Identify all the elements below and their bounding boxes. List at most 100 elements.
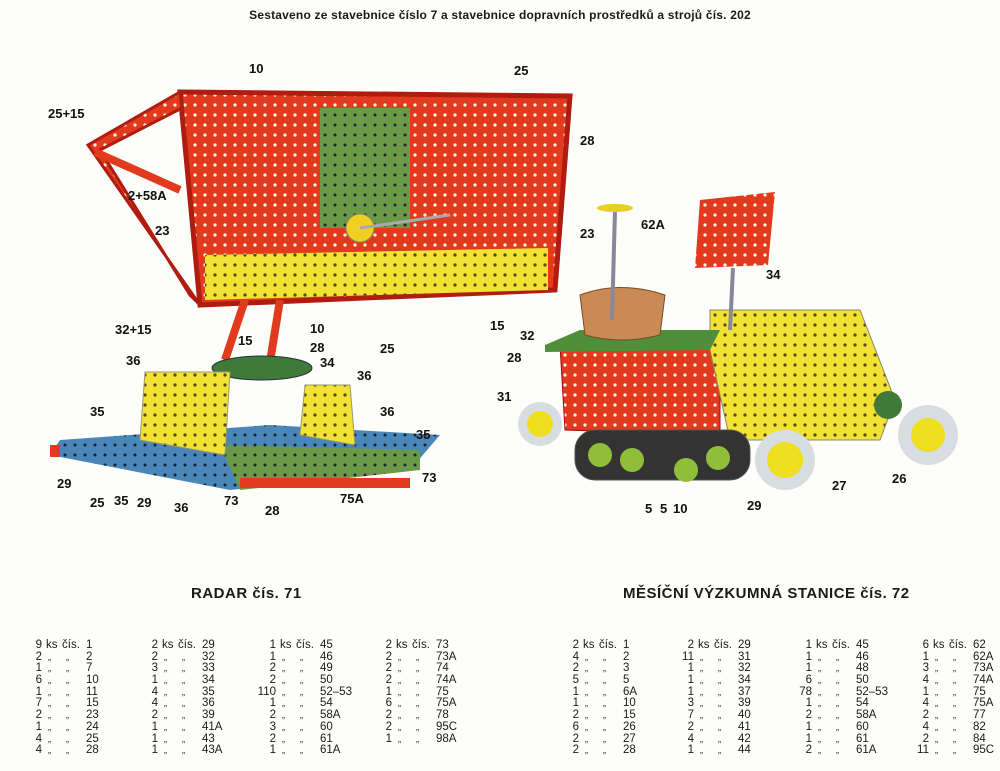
part-quantity: 2	[385, 639, 392, 651]
part-number: 78	[436, 709, 449, 722]
unit-label: ks	[280, 639, 292, 651]
part-number: 33	[202, 662, 215, 675]
part-number: 58A	[856, 709, 877, 722]
ditto-mark: „	[585, 745, 588, 756]
ditto-mark: „	[416, 710, 419, 721]
ditto-mark: „	[182, 675, 185, 686]
ditto-mark: „	[836, 733, 839, 744]
part-number: 60	[856, 720, 869, 733]
callout: 25	[380, 341, 394, 356]
ditto-mark: „	[953, 745, 956, 756]
part-number: 95C	[973, 744, 995, 757]
part-number: 75	[436, 685, 449, 698]
part-number: 61	[320, 732, 333, 745]
callout: 23	[580, 226, 594, 241]
part-quantity: 4	[35, 732, 42, 745]
ditto-mark: „	[182, 651, 185, 662]
ditto-mark: „	[935, 698, 938, 709]
ditto-mark: „	[282, 698, 285, 709]
part-number: 82	[973, 720, 986, 733]
number-label: čís.	[412, 639, 430, 651]
part-number: 49	[320, 662, 333, 675]
ditto-mark: „	[48, 733, 51, 744]
part-quantity: 6	[922, 639, 929, 651]
ditto-mark: „	[398, 698, 401, 709]
part-number: 50	[856, 674, 869, 687]
part-quantity: 2	[35, 709, 42, 722]
ditto-mark: „	[603, 663, 606, 674]
ditto-mark: „	[818, 745, 821, 756]
part-number: 84	[973, 732, 986, 745]
model-illustrations: 10 25 25+15 28 2+58A 23 23 32+15 15 10 2…	[48, 61, 958, 518]
ditto-mark: „	[935, 745, 938, 756]
part-number: 46	[856, 650, 869, 663]
part-number: 39	[738, 697, 751, 710]
ditto-mark: „	[585, 698, 588, 709]
ditto-mark: „	[398, 663, 401, 674]
part-quantity: 1	[687, 685, 694, 698]
callout: 73	[224, 493, 238, 508]
part-quantity: 1	[385, 732, 392, 745]
part-number: 46	[320, 650, 333, 663]
callout: 27	[832, 478, 846, 493]
ditto-mark: „	[48, 745, 51, 756]
part-number: 23	[86, 709, 99, 722]
ditto-mark: „	[603, 698, 606, 709]
page-header: Sestaveno ze stavebnice číslo 7 a staveb…	[249, 8, 751, 22]
ditto-mark: „	[585, 733, 588, 744]
part-quantity: 1	[35, 685, 42, 698]
part-quantity: 1	[687, 662, 694, 675]
part-number: 52–53	[856, 685, 888, 698]
part-quantity: 11	[682, 650, 694, 663]
part-number: 44	[738, 744, 751, 757]
ditto-mark: „	[818, 733, 821, 744]
callout: 5	[660, 501, 667, 516]
part-quantity: 1	[269, 639, 276, 651]
ditto-mark: „	[182, 698, 185, 709]
ditto-mark: „	[818, 721, 821, 732]
unit-label: ks	[583, 639, 595, 651]
part-number: 43	[202, 732, 215, 745]
callout: 32	[520, 328, 534, 343]
radar-callouts: 10 25 25+15 28 2+58A 23 23 32+15 15 10 2…	[48, 61, 594, 518]
part-number: 26	[623, 720, 636, 733]
part-number: 73A	[436, 650, 457, 663]
ditto-mark: „	[585, 675, 588, 686]
ditto-mark: „	[48, 675, 51, 686]
part-number: 24	[86, 720, 99, 733]
ditto-mark: „	[836, 710, 839, 721]
ditto-mark: „	[66, 745, 69, 756]
ditto-mark: „	[953, 698, 956, 709]
part-quantity: 1	[687, 674, 694, 687]
part-number: 32	[738, 662, 751, 675]
part-quantity: 1	[805, 662, 812, 675]
number-label: čís.	[62, 639, 80, 651]
part-number: 54	[320, 697, 333, 710]
ditto-mark: „	[935, 710, 938, 721]
part-quantity: 2	[385, 720, 392, 733]
part-quantity: 1	[151, 674, 158, 687]
ditto-mark: „	[700, 710, 703, 721]
part-quantity: 2	[572, 732, 579, 745]
part-quantity: 1	[151, 744, 158, 757]
ditto-mark: „	[718, 663, 721, 674]
part-quantity: 2	[385, 674, 392, 687]
ditto-mark: „	[700, 698, 703, 709]
part-quantity: 4	[151, 697, 158, 710]
ditto-mark: „	[182, 663, 185, 674]
callout: 10	[310, 321, 324, 336]
ditto-mark: „	[48, 710, 51, 721]
part-number: 50	[320, 674, 333, 687]
part-quantity: 2	[572, 744, 579, 757]
ditto-mark: „	[935, 651, 938, 662]
part-number: 73	[436, 639, 449, 651]
callout: 36	[357, 368, 371, 383]
callout: 31	[497, 389, 511, 404]
part-number: 5	[623, 674, 630, 687]
part-number: 60	[320, 720, 333, 733]
part-quantity: 78	[799, 685, 812, 698]
callout: 62A	[641, 217, 665, 232]
callout: 35	[416, 427, 430, 442]
part-number: 15	[86, 697, 99, 710]
part-number: 10	[86, 674, 99, 687]
